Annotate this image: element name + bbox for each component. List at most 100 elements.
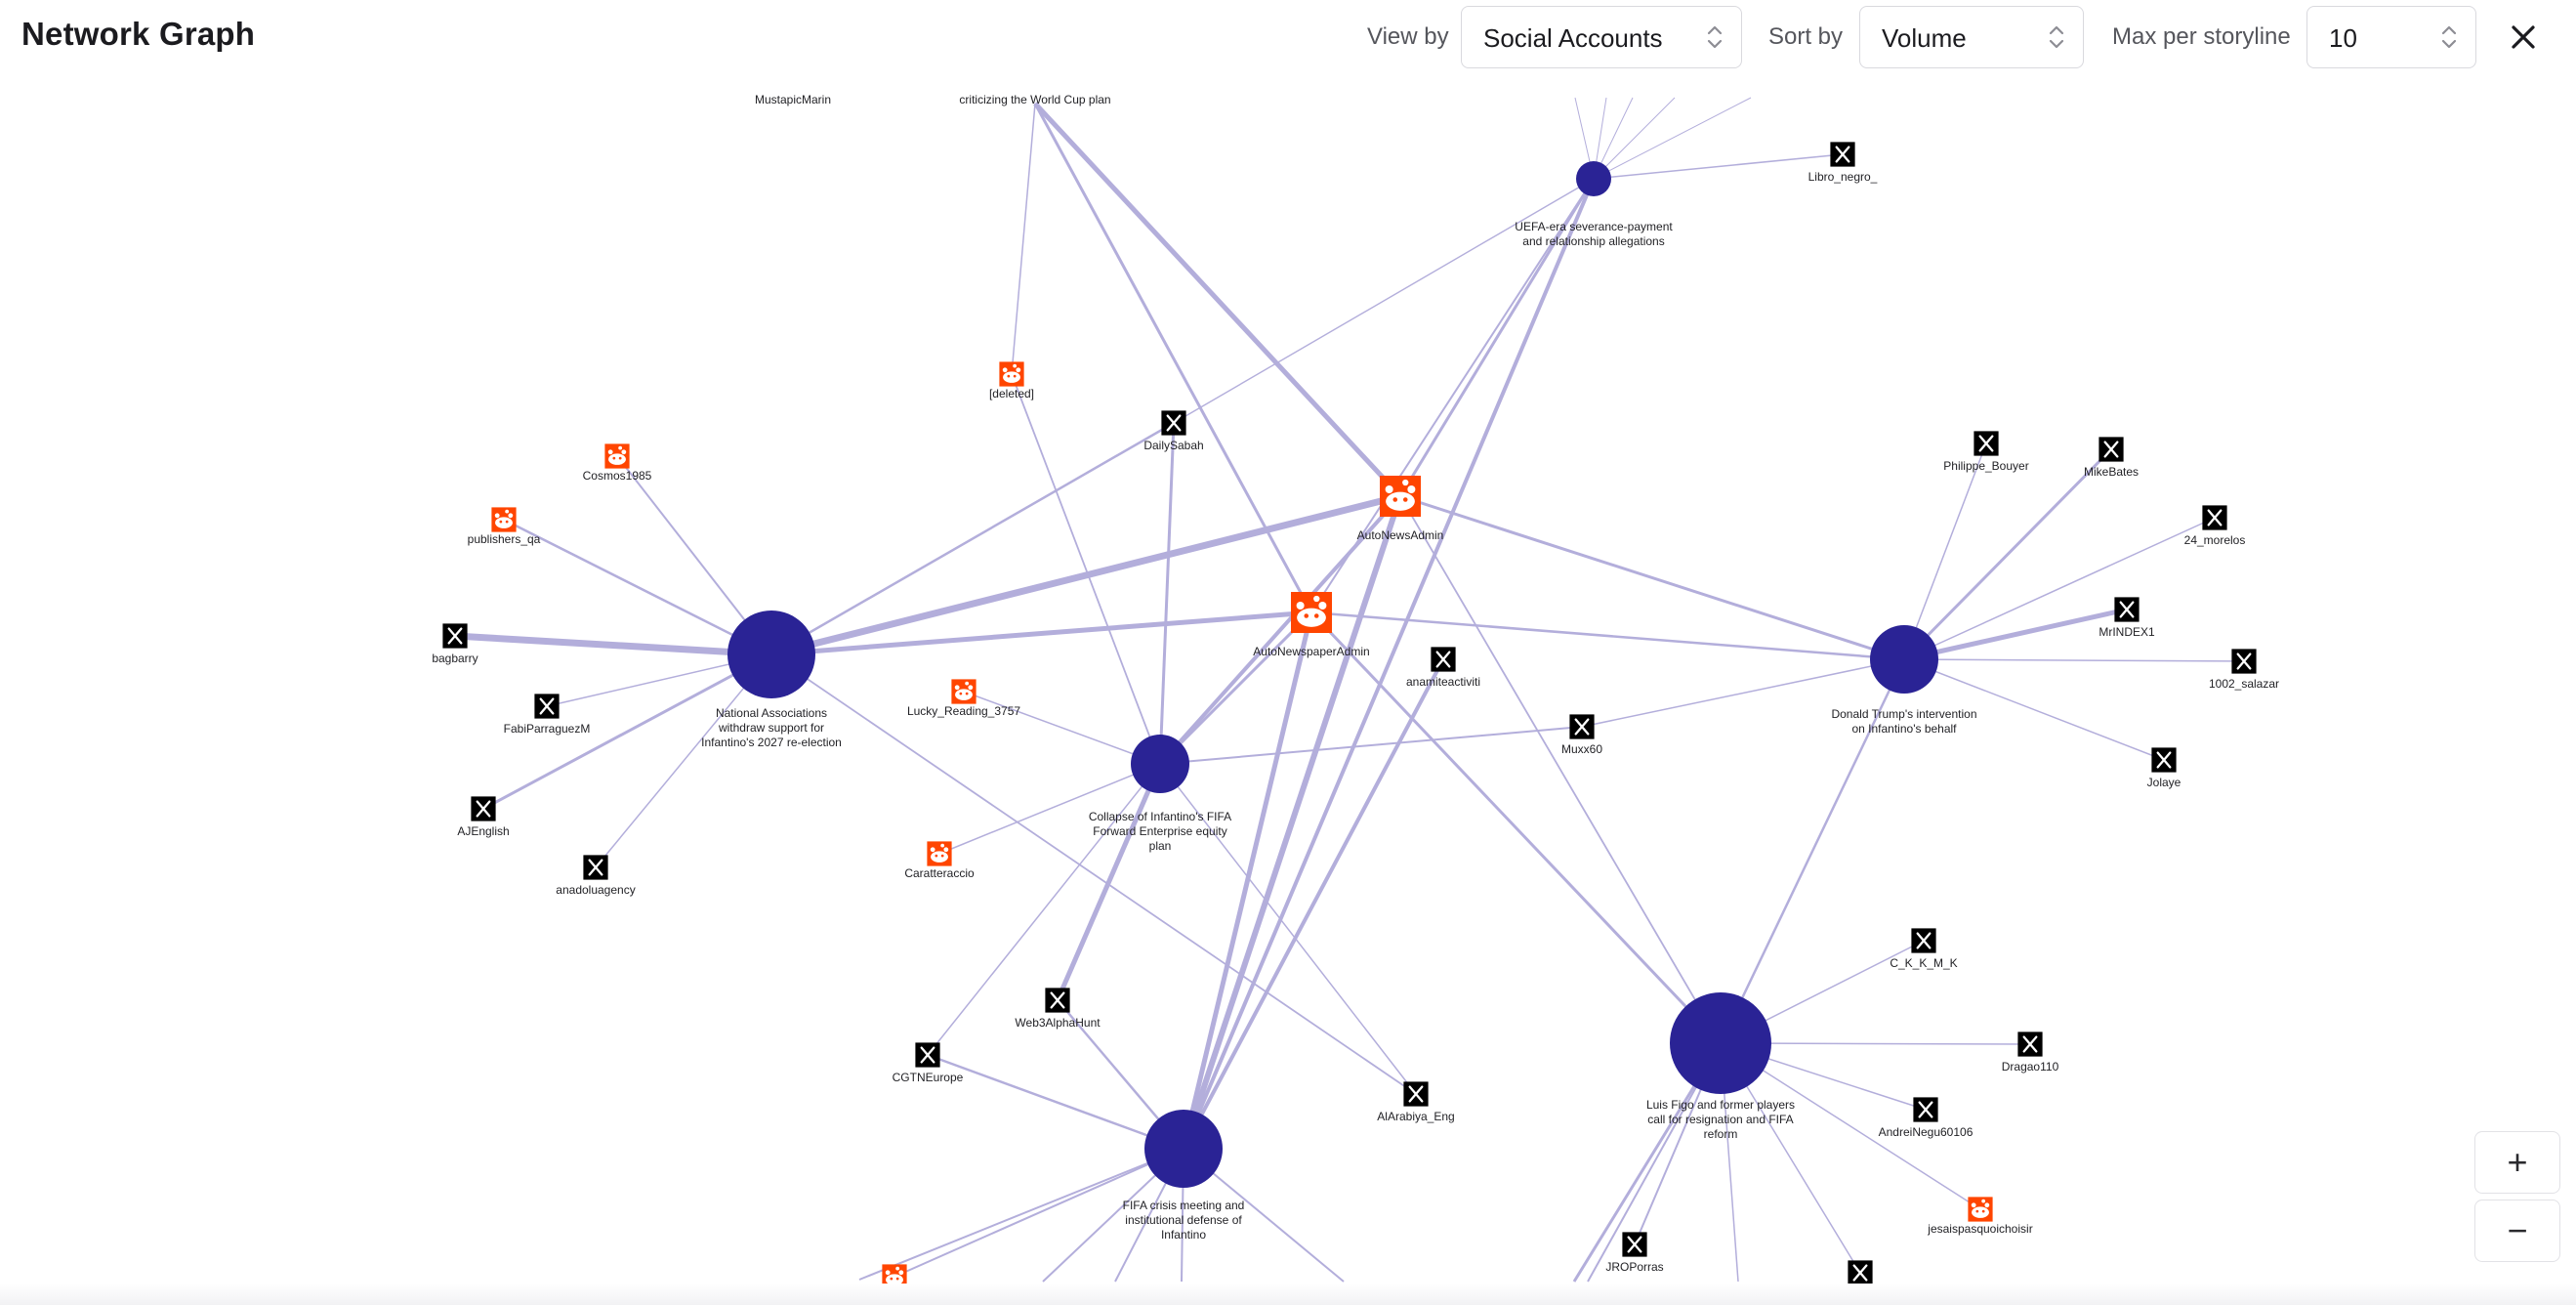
account-node[interactable]: [deleted] (989, 361, 1034, 400)
account-node[interactable]: 1002_salazar (2209, 648, 2279, 691)
reddit-icon[interactable] (1291, 592, 1332, 633)
node-label: publishers_qa (468, 532, 541, 546)
account-node[interactable]: Libro_negro_ (1808, 141, 1878, 184)
x-twitter-icon[interactable] (441, 622, 469, 650)
account-node[interactable]: MikeBates (2084, 436, 2139, 479)
account-node[interactable]: JROPorras (1605, 1231, 1664, 1274)
graph-edge (1593, 153, 1844, 180)
reddit-icon[interactable] (1968, 1197, 1993, 1222)
node-label: Web3AlphaHunt (1015, 1016, 1101, 1030)
storyline-circle[interactable] (1131, 735, 1189, 793)
account-node[interactable]: AndreiNegu60106 (1879, 1096, 1974, 1139)
node-label-only: MustapicMarin (755, 93, 831, 106)
account-node[interactable]: DailySabah (1143, 409, 1204, 452)
account-node[interactable]: Cosmos1985 (583, 443, 652, 483)
x-twitter-icon[interactable] (1910, 927, 1937, 954)
reddit-icon[interactable] (604, 443, 630, 469)
account-node[interactable]: Philippe_Bouyer (1943, 430, 2029, 473)
account-node[interactable]: AutoNewspaperAdmin (1253, 592, 1370, 658)
storyline-circle[interactable] (1576, 161, 1611, 196)
x-twitter-icon[interactable] (914, 1041, 941, 1069)
x-twitter-icon[interactable] (533, 693, 561, 720)
view-by-select[interactable]: Social Accounts (1461, 6, 1742, 68)
graph-edge (1903, 442, 1987, 660)
close-icon[interactable] (2506, 20, 2541, 55)
reddit-icon[interactable] (1380, 476, 1421, 517)
zoom-in-button[interactable]: + (2474, 1131, 2560, 1194)
x-twitter-icon[interactable] (582, 854, 609, 881)
x-twitter-icon[interactable] (2016, 1031, 2044, 1058)
account-node[interactable]: C_K_K_M_K (1890, 927, 1958, 970)
chevron-updown-icon (2049, 25, 2064, 49)
account-node[interactable]: Dragao110 (2002, 1031, 2059, 1073)
account-node[interactable]: bagbarry (432, 622, 478, 665)
node-label: criticizing the World Cup plan (959, 93, 1110, 106)
reddit-icon[interactable] (999, 361, 1024, 387)
node-label: Collapse of Infantino's FIFA (1089, 810, 1231, 823)
zoom-out-button[interactable]: − (2474, 1200, 2560, 1262)
account-node[interactable]: anamiteactiviti (1406, 646, 1480, 689)
reddit-icon[interactable] (491, 507, 517, 532)
graph-edge (1182, 178, 1596, 1150)
graph-edge (1903, 658, 2245, 662)
storyline-circle[interactable] (1670, 992, 1771, 1094)
account-node[interactable]: Caratteraccio (904, 841, 975, 880)
graph-edge (1720, 1042, 2031, 1045)
x-twitter-icon[interactable] (2230, 648, 2258, 675)
x-twitter-icon[interactable] (1829, 141, 1856, 168)
storyline-circle[interactable] (1870, 625, 1938, 694)
node-label: jesaispasquoichoisir (1927, 1222, 2032, 1236)
account-node[interactable]: AJEnglish (457, 795, 510, 838)
x-twitter-icon[interactable] (2113, 596, 2140, 623)
x-twitter-icon[interactable] (1044, 987, 1071, 1014)
reddit-icon[interactable] (927, 841, 952, 866)
account-node[interactable]: jesaispasquoichoisir (1927, 1197, 2033, 1236)
storyline-circle[interactable] (727, 610, 815, 698)
x-twitter-icon[interactable] (470, 795, 497, 822)
x-twitter-icon[interactable] (1160, 409, 1187, 437)
account-node[interactable]: publishers_qa (468, 507, 541, 546)
max-per-storyline-select[interactable]: 10 (2306, 6, 2476, 68)
graph-edge (1309, 610, 1723, 1045)
graph-edge (770, 492, 1401, 658)
node-label: AutoNewsAdmin (1357, 528, 1444, 542)
account-node[interactable]: FabiParraguezM (504, 693, 591, 736)
storyline-circle[interactable] (1144, 1110, 1223, 1188)
x-twitter-icon[interactable] (2098, 436, 2125, 463)
account-node[interactable]: MrINDEX1 (2098, 596, 2155, 639)
account-node[interactable]: Web3AlphaHunt (1015, 987, 1101, 1030)
graph-edge (893, 1148, 1184, 1278)
graph-edge (595, 653, 772, 868)
node-label: CGTNEurope (893, 1071, 964, 1084)
x-twitter-icon[interactable] (1912, 1096, 1939, 1123)
account-node[interactable]: 24_morelos (2184, 504, 2246, 547)
account-node[interactable] (1847, 1259, 1874, 1286)
x-twitter-icon[interactable] (1568, 713, 1596, 740)
node-label: Philippe_Bouyer (1943, 459, 2028, 473)
x-twitter-icon[interactable] (1621, 1231, 1648, 1258)
x-twitter-icon[interactable] (1402, 1080, 1430, 1108)
node-label: Libro_negro_ (1808, 170, 1878, 184)
account-node[interactable]: Muxx60 (1561, 713, 1602, 756)
account-node[interactable]: CGTNEurope (893, 1041, 964, 1084)
x-twitter-icon[interactable] (2150, 746, 2178, 774)
account-node[interactable]: AutoNewsAdmin (1357, 476, 1444, 542)
account-node[interactable]: AlArabiya_Eng (1377, 1080, 1455, 1123)
sort-by-select[interactable]: Volume (1859, 6, 2084, 68)
account-node[interactable]: anadoluagency (556, 854, 636, 897)
x-twitter-icon[interactable] (1430, 646, 1457, 673)
x-twitter-icon[interactable] (1847, 1259, 1874, 1286)
x-twitter-icon[interactable] (2201, 504, 2228, 531)
reddit-icon[interactable] (951, 679, 976, 704)
account-node[interactable]: Jolaye (2147, 746, 2181, 789)
graph-edge (1158, 610, 1313, 766)
x-twitter-icon[interactable] (1973, 430, 2000, 457)
account-node[interactable]: Lucky_Reading_3757 (907, 679, 1020, 718)
